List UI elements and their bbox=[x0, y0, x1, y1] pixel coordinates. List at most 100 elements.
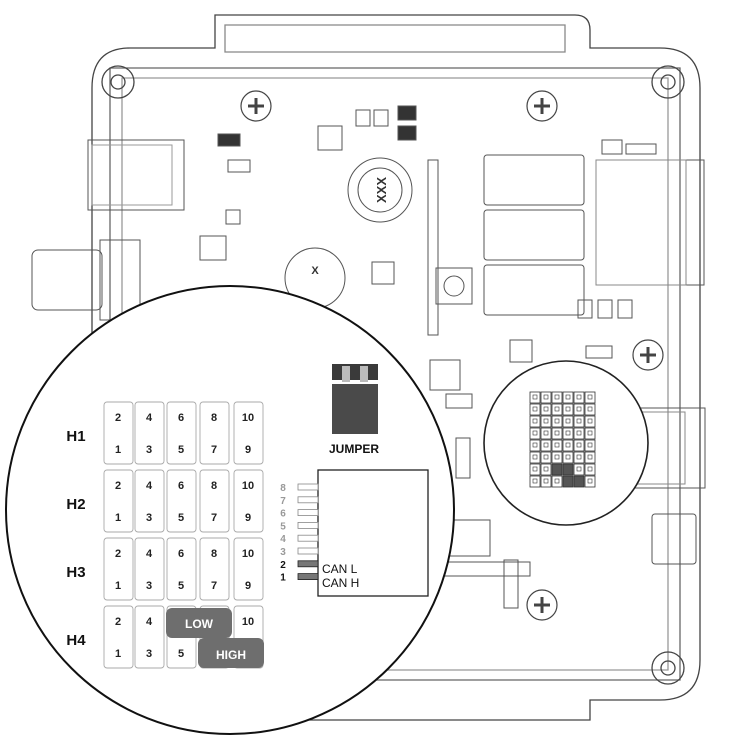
connector-pin-number: 1 bbox=[280, 573, 286, 584]
header-cell bbox=[199, 469, 230, 533]
pin-number: 2 bbox=[115, 480, 121, 492]
can-h-label: CAN H bbox=[322, 576, 359, 590]
grid-cell bbox=[551, 415, 563, 428]
grid-cell bbox=[584, 403, 596, 416]
grid-cell bbox=[584, 415, 596, 428]
pin-number: 1 bbox=[115, 444, 121, 456]
pin-number: 7 bbox=[211, 444, 217, 456]
grid-cell bbox=[573, 451, 585, 464]
header-cell bbox=[233, 537, 264, 601]
grid-cell bbox=[562, 391, 574, 404]
usb-port bbox=[651, 513, 697, 565]
pin-number: 2 bbox=[115, 412, 121, 424]
pin-number: 5 bbox=[178, 648, 184, 660]
header-cell bbox=[134, 605, 165, 669]
mount-hole-br bbox=[651, 651, 685, 685]
grid-cell bbox=[529, 463, 541, 476]
pin-number: 3 bbox=[146, 444, 152, 456]
pin-number: 3 bbox=[146, 580, 152, 592]
header-label: H4 bbox=[66, 632, 86, 649]
high-jumper-pill: HIGH bbox=[198, 638, 264, 668]
pin-number: 10 bbox=[242, 412, 254, 424]
grid-cell bbox=[573, 463, 585, 476]
pin-number: 2 bbox=[115, 616, 121, 628]
connector-pin bbox=[297, 560, 319, 568]
grid-cell bbox=[551, 475, 563, 488]
grid-cell bbox=[562, 475, 574, 488]
pin-number: 5 bbox=[178, 444, 184, 456]
pin-number: 10 bbox=[242, 616, 254, 628]
pin-number: 4 bbox=[146, 480, 153, 492]
pin-number: 1 bbox=[115, 580, 121, 592]
grid-cell bbox=[562, 463, 574, 476]
inductor-2-mark: X bbox=[311, 265, 319, 277]
low-jumper-pill: LOW bbox=[166, 608, 232, 638]
connector-pin-number: 2 bbox=[280, 560, 286, 571]
connector-pin bbox=[297, 483, 319, 491]
relay-2 bbox=[483, 209, 585, 261]
pin-number: 3 bbox=[146, 648, 152, 660]
connector-pin bbox=[297, 522, 319, 529]
grid-cell bbox=[540, 451, 552, 464]
grid-cell bbox=[540, 391, 552, 404]
header-cell bbox=[166, 401, 197, 465]
pin-number: 4 bbox=[146, 412, 153, 424]
grid-cell bbox=[529, 415, 541, 428]
header-cell bbox=[134, 537, 165, 601]
header-cell bbox=[199, 401, 230, 465]
grid-cell bbox=[562, 451, 574, 464]
can-l-label: CAN L bbox=[322, 562, 358, 576]
inductor-mark: XXX bbox=[374, 177, 389, 203]
chip-top bbox=[317, 125, 343, 151]
connector-pin-number: 4 bbox=[280, 534, 286, 545]
screw-icon bbox=[526, 589, 558, 621]
grid-cell bbox=[529, 427, 541, 440]
pin-number: 8 bbox=[211, 548, 217, 560]
mount-hole-tr bbox=[651, 65, 685, 99]
pin-header-strip bbox=[427, 159, 439, 336]
grid-cell bbox=[551, 463, 563, 476]
grid-cell bbox=[540, 439, 552, 452]
relay-3 bbox=[483, 264, 585, 316]
jumper-label: JUMPER bbox=[329, 442, 379, 456]
header-cell bbox=[166, 469, 197, 533]
connector-pin-number: 6 bbox=[280, 509, 286, 520]
grid-cell bbox=[529, 451, 541, 464]
header-cell bbox=[103, 401, 134, 465]
grid-cell bbox=[584, 475, 596, 488]
grid-cell bbox=[551, 451, 563, 464]
header-label: H1 bbox=[66, 428, 85, 445]
grid-cell bbox=[551, 391, 563, 404]
svg-text:HIGH: HIGH bbox=[216, 648, 246, 662]
pin-number: 9 bbox=[245, 580, 251, 592]
connector-pin-number: 7 bbox=[280, 496, 286, 507]
grid-cell bbox=[540, 415, 552, 428]
jumper-headers: H121436587109H221436587109H321436587109H… bbox=[66, 401, 264, 669]
header-cell bbox=[134, 469, 165, 533]
connector-pin-number: 3 bbox=[280, 547, 286, 558]
pin-number: 10 bbox=[242, 480, 254, 492]
grid-cell bbox=[551, 427, 563, 440]
grid-cell bbox=[584, 427, 596, 440]
pin-number: 10 bbox=[242, 548, 254, 560]
screw-icon bbox=[632, 339, 664, 371]
ethernet-port-left bbox=[87, 139, 185, 211]
grid-cell bbox=[584, 439, 596, 452]
grid-cell bbox=[573, 475, 585, 488]
header-cell bbox=[233, 469, 264, 533]
pin-number: 4 bbox=[146, 616, 153, 628]
screw-icon bbox=[240, 90, 272, 122]
header-cell bbox=[134, 401, 165, 465]
grid-cell bbox=[573, 391, 585, 404]
pin-number: 9 bbox=[245, 444, 251, 456]
header-cell bbox=[199, 537, 230, 601]
small-zoom-circle bbox=[483, 360, 649, 526]
pin-number: 1 bbox=[115, 512, 121, 524]
connector-pin bbox=[297, 509, 319, 517]
pin-number: 7 bbox=[211, 580, 217, 592]
